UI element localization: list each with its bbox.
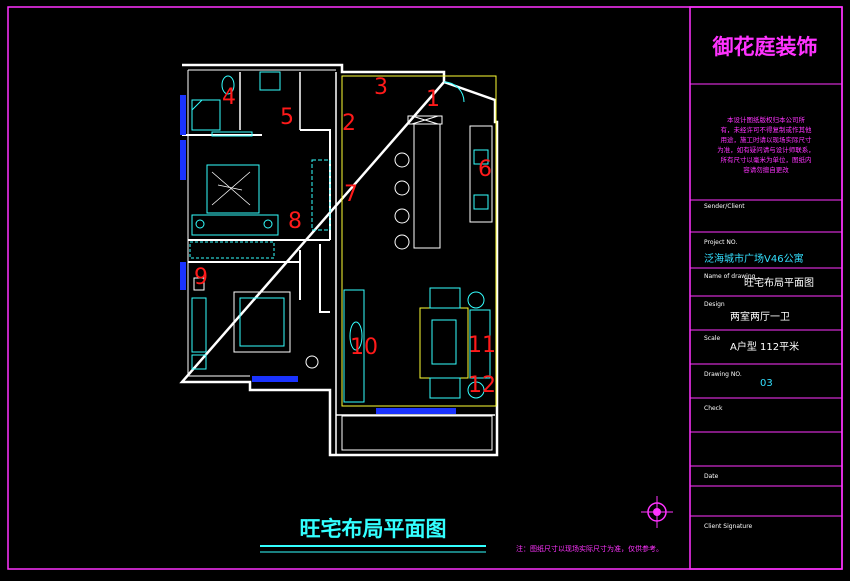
- note-line: 为准，如有疑问请与设计师联系，: [717, 145, 815, 154]
- sofa: [469, 309, 491, 379]
- lamp: [195, 219, 205, 229]
- title-block: 御花庭装饰 本设计图纸版权归本公司所 有，未经许可不得复制或作其他 用途，施工时…: [689, 6, 843, 570]
- note-line: 有，未经许可不得复制或作其他: [721, 125, 813, 134]
- note-line: 本设计图纸版权归本公司所: [727, 115, 806, 124]
- lamp: [263, 219, 273, 229]
- room-number: 5: [280, 105, 294, 130]
- counter: [211, 131, 253, 137]
- partition-wall: [182, 129, 331, 313]
- drawing-field-label: Name of drawing: [704, 273, 756, 280]
- shower: [191, 99, 221, 131]
- room-number: 11: [468, 333, 496, 358]
- design-field-value: 两室两厅一卫: [730, 310, 790, 323]
- bed-cover: [211, 171, 251, 206]
- room-number: 4: [222, 85, 236, 110]
- date-field-label: Date: [704, 473, 719, 480]
- range-hood-mark: [411, 115, 439, 125]
- toilet: [221, 75, 235, 95]
- plan-title-block: 旺宅布局平面图: [260, 517, 486, 553]
- living-zone-outline: [341, 75, 497, 407]
- desk: [191, 297, 207, 353]
- bed-cover: [239, 297, 285, 347]
- bed-end: [191, 214, 279, 236]
- project-field-label: Project NO.: [704, 239, 737, 246]
- tv: [349, 321, 363, 351]
- armchair: [429, 377, 461, 399]
- bed: [233, 291, 291, 353]
- window: [252, 376, 298, 382]
- window: [180, 262, 186, 290]
- scale-field-label: Scale: [704, 335, 720, 342]
- outer-wall: [179, 63, 499, 457]
- tv-cabinet: [343, 289, 365, 403]
- project-field-value: 泛海城市广场V46公寓: [704, 252, 804, 265]
- scale-field-value: A户型 112平米: [730, 340, 799, 353]
- room-number: 10: [350, 335, 378, 360]
- armchair: [429, 287, 461, 309]
- living-wall: [335, 72, 495, 455]
- room-number: 7: [344, 182, 358, 207]
- company-name: 御花庭装饰: [712, 35, 818, 59]
- bar-stool: [394, 208, 410, 224]
- room-number-labels: 1 2 3 4 5 6 7 8 9 10 11 12: [194, 75, 496, 398]
- bed-room-door: [193, 277, 205, 291]
- compass-icon: [641, 496, 673, 528]
- note-line: 用途，施工时请以现场实际尺寸: [721, 135, 813, 144]
- room-number: 3: [374, 75, 388, 100]
- room-number: 8: [288, 209, 302, 234]
- bar-stool: [394, 234, 410, 250]
- bar-stool: [394, 152, 410, 168]
- notes-block: 本设计图纸版权归本公司所 有，未经许可不得复制或作其他 用途，施工时请以现场实际…: [717, 115, 815, 174]
- dining-counter: [413, 123, 441, 249]
- side-table: [191, 354, 207, 370]
- title-block-border: [689, 6, 843, 570]
- kitchen-sink: [473, 194, 489, 210]
- bar-stool: [394, 180, 410, 196]
- design-field-label: Design: [704, 301, 725, 308]
- stove: [473, 149, 489, 165]
- door-swing: [443, 81, 465, 103]
- room-number: 2: [342, 111, 356, 136]
- footnote: 注：图纸尺寸以现场实际尺寸为准，仅供参考。: [516, 544, 663, 553]
- window: [180, 140, 186, 180]
- coffee-table: [431, 319, 457, 365]
- drawing-field-value: 旺宅布局平面图: [744, 276, 814, 289]
- wardrobe: [189, 241, 275, 259]
- inner-wall-line: [187, 69, 336, 377]
- floor-plan: [179, 63, 499, 457]
- end-table: [467, 291, 485, 309]
- note-line: 所有尺寸以毫米为单位，图纸内: [721, 155, 812, 164]
- plan-title: 旺宅布局平面图: [300, 517, 447, 541]
- company-field-label: Sender/Client: [704, 203, 745, 210]
- drawing-no-field-value: 03: [760, 378, 773, 389]
- sink: [259, 71, 281, 91]
- bed: [206, 164, 260, 214]
- room-number: 9: [194, 265, 208, 290]
- room-number: 6: [478, 157, 492, 182]
- signature-field-label: Client Signature: [704, 523, 753, 530]
- room-number: 1: [426, 87, 440, 112]
- note-line: 容请勿擅自更改: [743, 165, 789, 174]
- wardrobe: [311, 159, 331, 231]
- kitchen-counter: [469, 125, 493, 223]
- drawing-no-field-label: Drawing NO.: [704, 371, 742, 378]
- window: [376, 408, 456, 414]
- rug: [419, 307, 469, 379]
- window: [180, 95, 186, 135]
- check-field-label: Check: [704, 405, 723, 412]
- balcony: [341, 415, 493, 451]
- shower-arc: [191, 99, 203, 111]
- plant: [305, 355, 319, 369]
- outer-frame: [7, 6, 843, 570]
- room-number: 12: [468, 373, 496, 398]
- bathroom-wall: [239, 72, 301, 130]
- end-table: [467, 381, 485, 399]
